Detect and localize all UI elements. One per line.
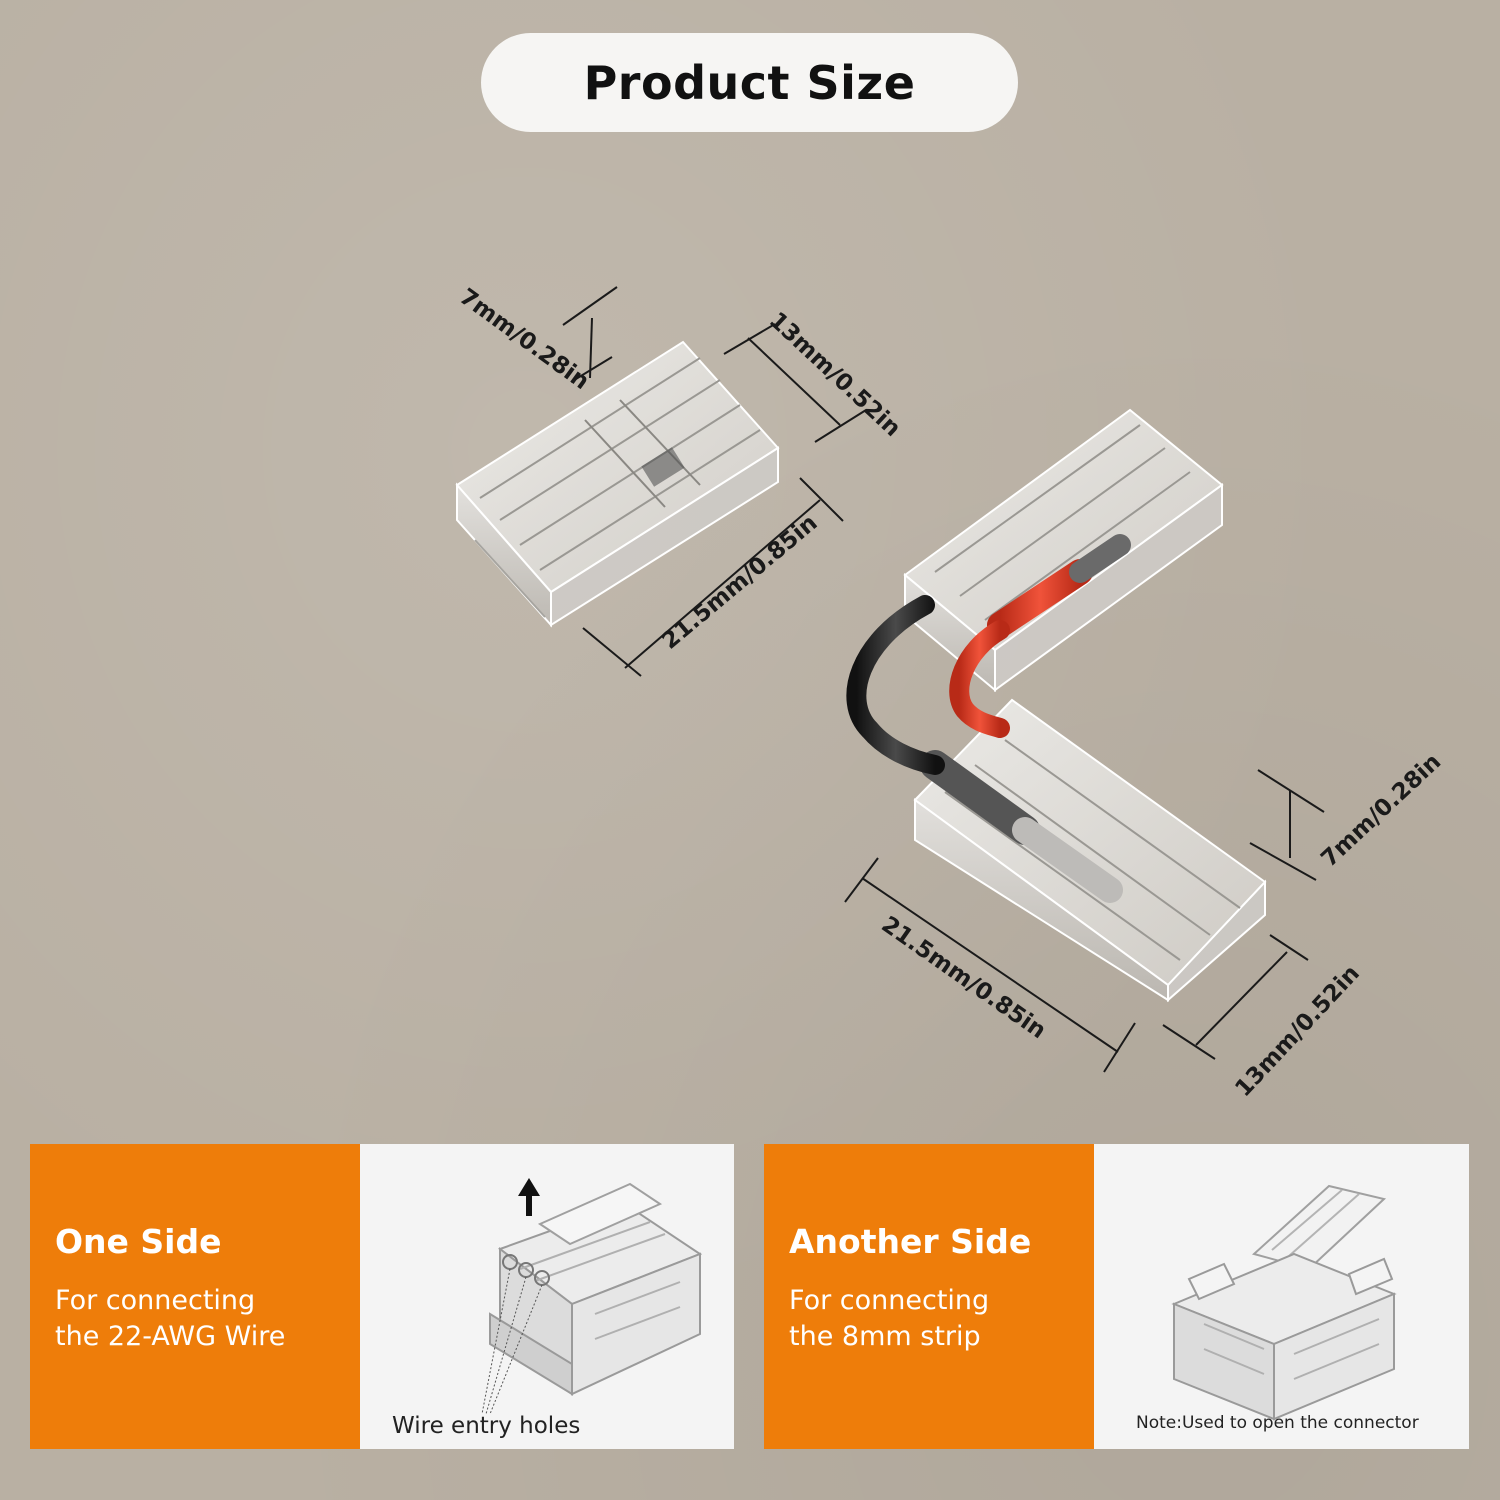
another-side-heading: Another Side [789,1222,1032,1261]
dimension-lines-l [844,769,1325,1073]
one-side-image: Wire entry holes [360,1144,734,1449]
strip-side-connector-illustration [1171,1184,1397,1421]
another-side-text-block: Another Side For connecting the 8mm stri… [764,1144,1094,1449]
l-width-label: 13mm/0.52in [1230,960,1365,1102]
open-connector-note: Note:Used to open the connector [1136,1413,1419,1433]
another-side-image: Note:Used to open the connector [1094,1144,1469,1449]
another-side-description: For connecting the 8mm strip [789,1285,990,1352]
wire-side-connector-illustration [481,1178,703,1415]
one-side-text-block: One Side For connecting the 22-AWG Wire [30,1144,360,1449]
one-side-heading: One Side [55,1222,222,1261]
up-arrow-icon [518,1178,540,1216]
title-pill: Product Size [481,33,1018,132]
page-title: Product Size [583,55,916,110]
one-side-description: For connecting the 22-AWG Wire [55,1285,286,1352]
one-side-panel: One Side For connecting the 22-AWG Wire [30,1144,734,1449]
product-illustration: 7mm/0.28in 13mm/0.52in 21.5mm/0.85in 7mm… [454,284,1446,1102]
l-height-label: 7mm/0.28in [1316,749,1446,873]
dimension-lines-top [562,286,867,677]
wire-entry-holes-caption: Wire entry holes [392,1413,581,1439]
l-connector [846,408,1267,1003]
another-side-panel: Another Side For connecting the 8mm stri… [764,1144,1469,1449]
top-connector [455,340,780,628]
l-length-label: 21.5mm/0.85in [877,912,1051,1045]
top-width-label: 13mm/0.52in [764,307,906,442]
top-height-label: 7mm/0.28in [454,284,593,395]
